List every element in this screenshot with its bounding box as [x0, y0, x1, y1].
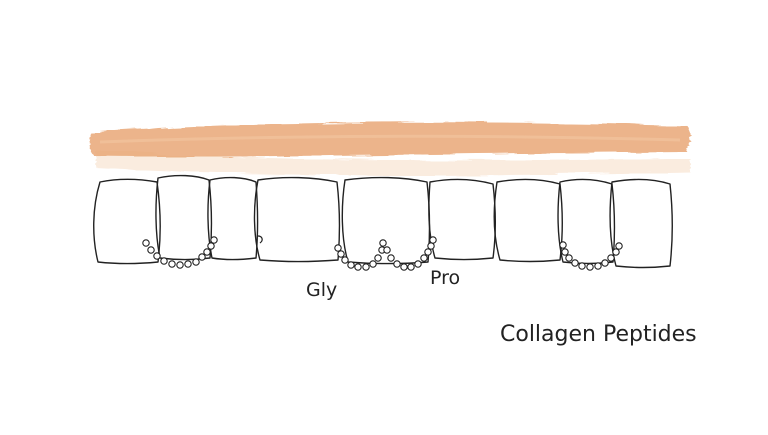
amino-acid-bead — [147, 246, 155, 254]
amino-acid-bead — [142, 239, 150, 247]
label-gly: Gly — [306, 279, 337, 301]
amino-acid-bead — [607, 254, 615, 262]
amino-acid-bead — [198, 253, 206, 261]
caption-collagen-peptides: Collagen Peptides — [500, 322, 697, 347]
amino-acid-bead — [565, 254, 573, 262]
label-pro: Pro — [430, 267, 460, 289]
watercolor-band — [89, 122, 691, 176]
amino-acid-bead — [203, 248, 211, 256]
peptide-block — [557, 178, 616, 265]
peptide-block — [493, 178, 563, 263]
band-streak — [99, 134, 681, 144]
amino-acid-bead — [379, 239, 387, 247]
amino-acid-bead — [424, 248, 432, 256]
amino-acid-bead — [374, 254, 382, 262]
amino-acid-bead — [427, 242, 435, 250]
amino-acid-bead — [561, 248, 569, 256]
amino-acid-bead — [362, 263, 370, 271]
band-light — [96, 150, 690, 176]
amino-acid-bead — [369, 260, 377, 268]
amino-acid-bead — [407, 263, 415, 271]
amino-acid-bead — [341, 256, 349, 264]
amino-acid-bead — [387, 254, 395, 262]
peptide-block — [93, 178, 161, 265]
amino-acid-bead — [168, 260, 176, 268]
amino-acid-bead — [586, 263, 594, 271]
peptide-block — [609, 178, 673, 269]
amino-acid-bead — [210, 236, 218, 244]
amino-acid-bead — [347, 261, 355, 269]
amino-acid-bead — [337, 250, 345, 258]
amino-acid-bead — [354, 263, 362, 271]
amino-acid-bead — [601, 259, 609, 267]
peptide-block — [253, 176, 341, 263]
amino-acid-bead — [559, 241, 567, 249]
amino-acid-bead — [192, 258, 200, 266]
peptide-block — [428, 178, 496, 261]
amino-acid-bead — [184, 260, 192, 268]
peptide-block — [341, 176, 431, 265]
amino-acid-bead — [334, 244, 342, 252]
amino-acid-bead — [176, 261, 184, 269]
amino-acid-bead — [429, 236, 437, 244]
amino-acid-bead — [578, 262, 586, 270]
amino-acid-bead — [615, 242, 623, 250]
amino-acid-bead — [612, 248, 620, 256]
amino-acid-bead — [383, 246, 391, 254]
amino-acid-chains — [142, 235, 623, 271]
peptide-block — [155, 174, 213, 261]
band-main — [89, 122, 691, 157]
peptide-block — [207, 176, 259, 261]
amino-acid-bead — [393, 260, 401, 268]
peptide-blocks — [93, 174, 673, 269]
amino-acid-bead — [207, 242, 215, 250]
amino-acid-bead — [571, 259, 579, 267]
bond-hook — [257, 235, 263, 244]
amino-acid-bead — [594, 262, 602, 270]
amino-acid-bead — [160, 257, 168, 265]
amino-acid-bead — [400, 263, 408, 271]
amino-acid-bead — [414, 260, 422, 268]
amino-acid-bead — [153, 252, 161, 260]
amino-acid-bead — [420, 254, 428, 262]
